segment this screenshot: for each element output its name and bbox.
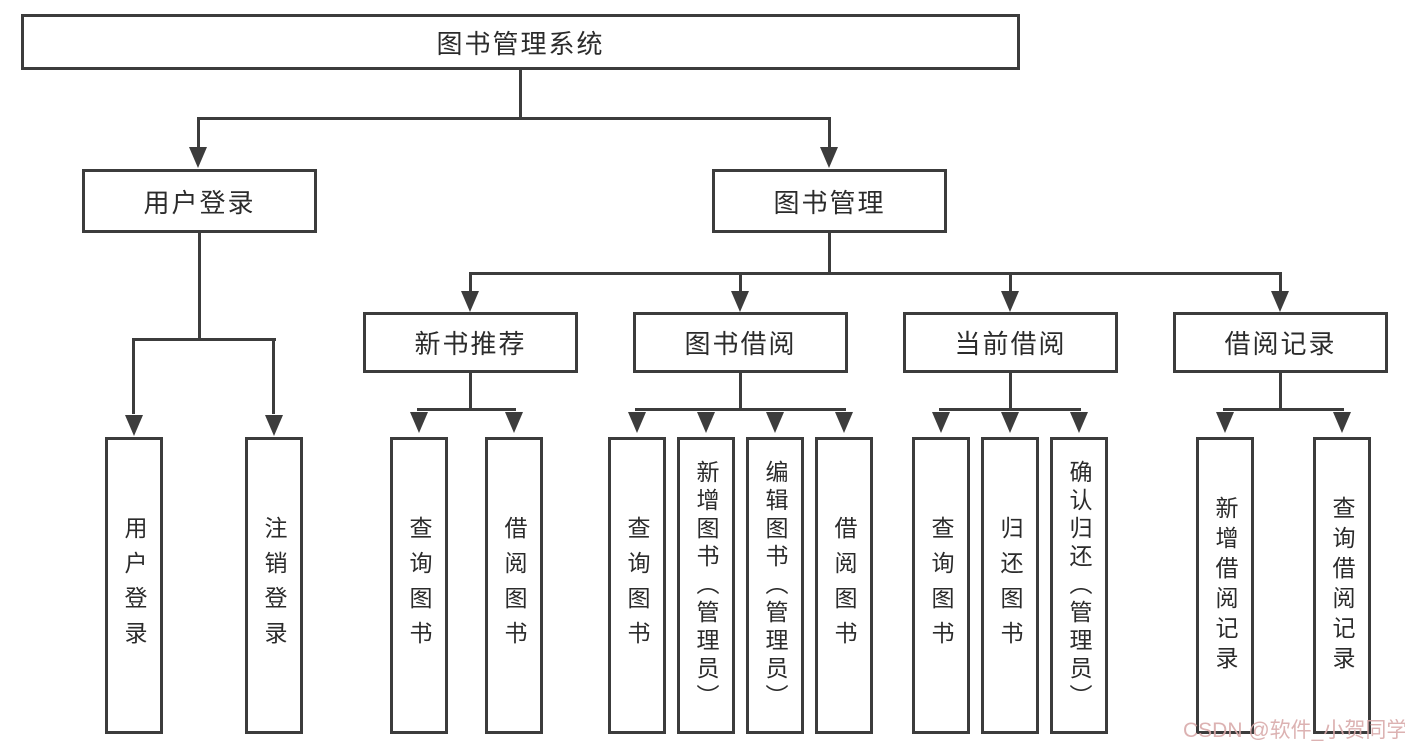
arrow-down-icon	[1001, 412, 1019, 433]
connector-hline	[197, 117, 831, 120]
node-user-login: 用户登录	[82, 169, 317, 233]
arrow-down-icon	[189, 147, 207, 168]
arrow-down-icon	[1333, 412, 1351, 433]
leaf-borrow-books: 借阅图书	[815, 437, 873, 734]
leaf-add-books-admin: 新增图书（管理员）	[677, 437, 735, 734]
leaf-query-books: 查询图书	[608, 437, 666, 734]
connector-vline	[828, 233, 831, 275]
node-book-management: 图书管理	[712, 169, 947, 233]
arrow-down-icon	[505, 412, 523, 433]
leaf-logout: 注销登录	[245, 437, 303, 734]
arrow-down-icon	[125, 415, 143, 436]
arrow-down-icon	[835, 412, 853, 433]
arrow-down-icon	[265, 415, 283, 436]
leaf-edit-books-admin: 编辑图书（管理员）	[746, 437, 804, 734]
arrow-down-icon	[731, 291, 749, 312]
node-new-book-recommendation: 新书推荐	[363, 312, 578, 373]
arrow-down-icon	[766, 412, 784, 433]
arrow-down-icon	[628, 412, 646, 433]
arrow-down-icon	[1001, 291, 1019, 312]
connector-vline	[739, 373, 742, 411]
arrow-down-icon	[1271, 291, 1289, 312]
connector-vline	[469, 373, 472, 411]
connector-vline	[828, 117, 831, 150]
leaf-add-borrow-record: 新增借阅记录	[1196, 437, 1254, 734]
node-book-borrowing: 图书借阅	[633, 312, 848, 373]
leaf-query-books: 查询图书	[390, 437, 448, 734]
node-current-borrowing: 当前借阅	[903, 312, 1118, 373]
root-node-library-system: 图书管理系统	[21, 14, 1020, 70]
connector-vline	[1009, 373, 1012, 411]
connector-vline	[272, 338, 275, 414]
connector-hline	[417, 408, 516, 411]
connector-hline	[635, 408, 846, 411]
leaf-confirm-return-admin: 确认归还（管理员）	[1050, 437, 1108, 734]
connector-vline	[197, 117, 200, 150]
connector-hline	[132, 338, 276, 341]
arrow-down-icon	[1216, 412, 1234, 433]
leaf-query-books: 查询图书	[912, 437, 970, 734]
connector-hline	[1223, 408, 1344, 411]
leaf-borrow-books: 借阅图书	[485, 437, 543, 734]
connector-hline	[939, 408, 1081, 411]
arrow-down-icon	[1070, 412, 1088, 433]
node-borrowing-records: 借阅记录	[1173, 312, 1388, 373]
arrow-down-icon	[410, 412, 428, 433]
connector-vline	[519, 70, 522, 120]
leaf-query-borrow-record: 查询借阅记录	[1313, 437, 1371, 734]
arrow-down-icon	[820, 147, 838, 168]
connector-vline	[469, 272, 472, 292]
connector-hline	[469, 272, 1282, 275]
leaf-return-books: 归还图书	[981, 437, 1039, 734]
connector-vline	[1279, 373, 1282, 411]
connector-vline	[1279, 272, 1282, 292]
arrow-down-icon	[932, 412, 950, 433]
arrow-down-icon	[697, 412, 715, 433]
leaf-user-login: 用户登录	[105, 437, 163, 734]
connector-vline	[1009, 272, 1012, 292]
connector-vline	[198, 233, 201, 341]
watermark-text: CSDN @软件_小贺同学	[1183, 719, 1405, 742]
connector-vline	[132, 338, 135, 414]
arrow-down-icon	[461, 291, 479, 312]
connector-vline	[739, 272, 742, 292]
